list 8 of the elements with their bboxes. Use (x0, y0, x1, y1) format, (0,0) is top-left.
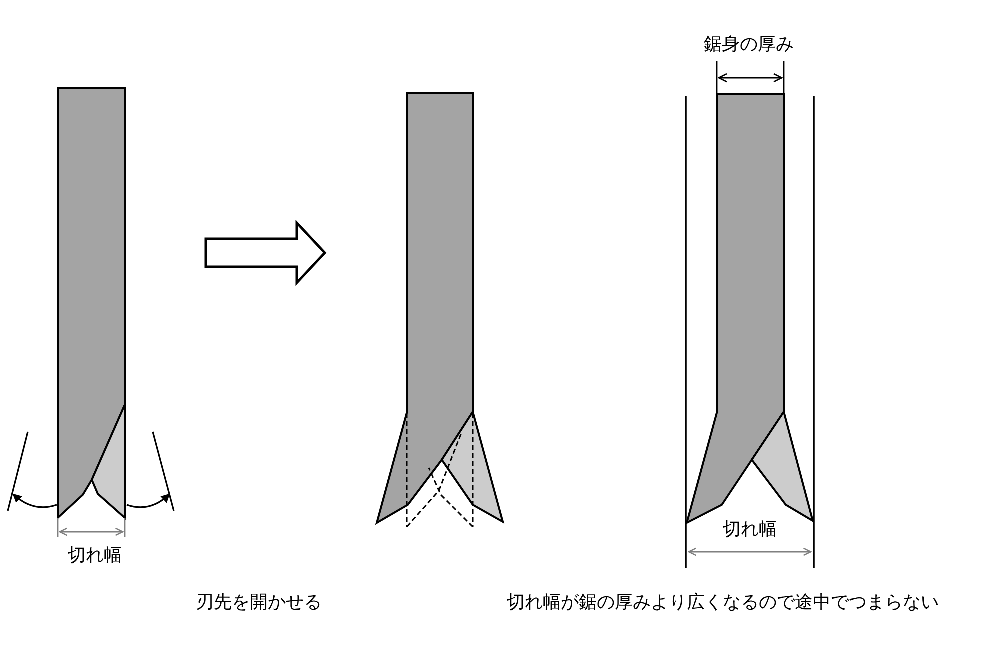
dimension-label: 切れ幅 (68, 545, 122, 567)
dimension-label: 鋸身の厚み (704, 34, 794, 56)
saw-blade-drawing (5, 86, 178, 538)
block-arrow (204, 220, 327, 286)
caption: 刃先を開かせる (196, 592, 322, 614)
saw-blade-drawing (375, 91, 505, 529)
dimension-label: 切れ幅 (723, 519, 777, 541)
caption: 切れ幅が鋸の厚みより広くなるので途中でつまらない (507, 592, 939, 614)
